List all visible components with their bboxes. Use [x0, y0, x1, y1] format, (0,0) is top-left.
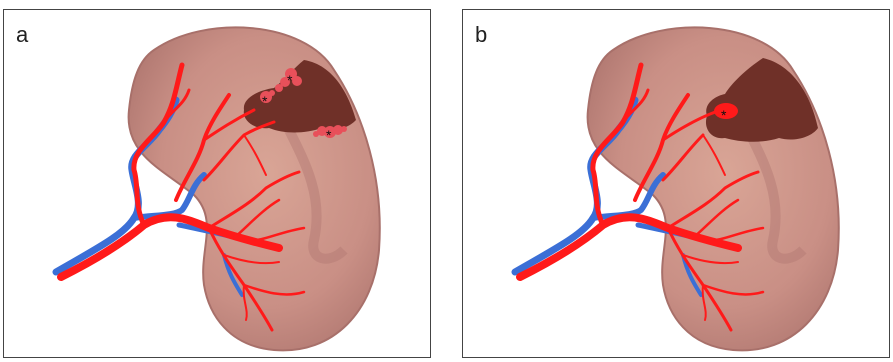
spleen-illustration: *	[463, 10, 890, 358]
panel-a: a * * *	[3, 9, 431, 358]
spleen-illustration: * * *	[4, 10, 431, 358]
lesion-marker: *	[721, 107, 727, 123]
lesion-marker: *	[326, 127, 332, 143]
lesion-marker: *	[287, 72, 293, 88]
lesion-marker: *	[262, 93, 268, 109]
panel-b: b *	[462, 9, 890, 358]
